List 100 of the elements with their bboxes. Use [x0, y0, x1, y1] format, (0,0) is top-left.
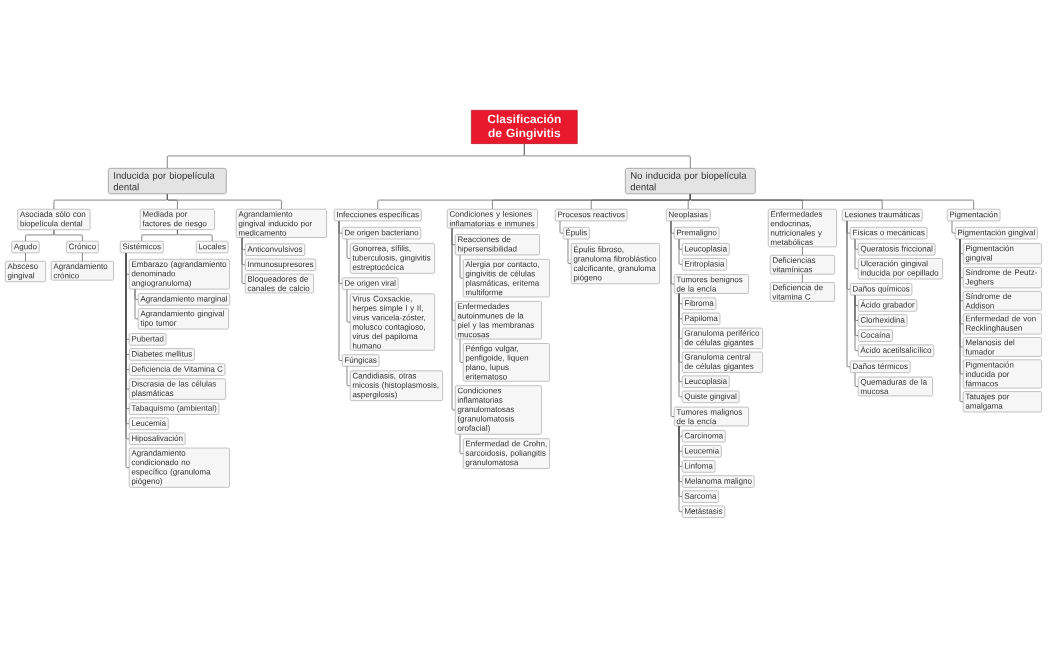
connector-line — [25, 252, 26, 262]
topic-box: Linfoma — [682, 460, 716, 473]
topic-box: Agrandamiento gingival tipo tumor — [138, 308, 229, 330]
connector-line — [82, 252, 83, 262]
topic-box: Asociada sólo con biopelícula dental — [17, 209, 91, 230]
connector-line — [451, 227, 456, 411]
connector-line — [567, 238, 572, 264]
topic-box: Melanoma maligno — [682, 475, 755, 488]
connector-line — [951, 220, 956, 234]
connector-line — [241, 237, 246, 284]
connector-line — [338, 220, 343, 361]
topic-box: Premaligno — [674, 227, 720, 240]
connector-line — [459, 254, 464, 279]
connector-line — [166, 193, 282, 210]
topic-box: Anticonvulsivos — [245, 243, 305, 256]
topic-box: Crónico — [66, 241, 99, 254]
connector-line — [670, 220, 675, 417]
topic-box: Pigmentación gingival — [963, 243, 1042, 265]
topic-box: Reacciones de hipersensibilidad — [455, 234, 540, 256]
topic-box: Carcinoma — [682, 430, 726, 443]
topic-box: Agudo — [11, 241, 40, 254]
connector-line — [53, 229, 83, 242]
topic-box: Ácido acetilsalicílico — [858, 344, 934, 357]
title-box: Clasificación de Gingivitis — [471, 110, 578, 144]
topic-box: Daños térmicos — [850, 360, 911, 373]
topic-box: De origen bacteriano — [342, 227, 422, 240]
connector-line — [854, 295, 859, 352]
topic-box: Sarcoma — [682, 490, 719, 503]
topic-box: Pigmentación inducida por fármacos — [963, 359, 1042, 389]
topic-box: Agrandamiento marginal — [138, 293, 230, 306]
topic-box: Mediada por factores de riesgo — [140, 209, 215, 230]
topic-box: Pigmentación gingival — [955, 227, 1038, 240]
topic-box: Daños químicos — [850, 283, 913, 296]
topic-box: Leucoplasia — [682, 375, 730, 388]
connector-line — [678, 425, 683, 513]
topic-box: Infecciones específicas — [334, 209, 422, 222]
topic-box: Enfermedades endocrinas, nutricionales y metabólicas — [768, 209, 837, 248]
topic-box: Tabaquismo (ambiental) — [129, 402, 220, 415]
connector-line — [802, 246, 803, 256]
connector-line — [854, 372, 859, 387]
topic-box: Gonorrea, sífilis, tuberculosis, gingivitis estreptocócica — [350, 243, 435, 274]
topic-box: Deficiencia de vitamina C — [770, 282, 835, 302]
topic-box: Sistémicos — [120, 241, 164, 254]
topic-box: Neoplasias — [666, 209, 711, 222]
topic-box: Metástasis — [682, 505, 726, 518]
topic-box: Deficiencias vitamínicas — [770, 255, 835, 275]
topic-box: Tatuajes por amalgama — [963, 391, 1042, 413]
topic-box: Eritroplasia — [682, 258, 727, 271]
topic-box: Tumores benignos de la encía — [674, 274, 749, 294]
topic-box: Agrandamiento crónico — [51, 261, 114, 281]
topic-box: Ulceración gingival inducida por cepillado — [858, 258, 943, 280]
topic-box: Enfermedades autoinmunes de la piel y las membranas mucosas — [455, 301, 542, 340]
topic-box: Bloqueadores de canales de calcio — [245, 273, 314, 294]
topic-box: Virus Coxsackie, herpes simple I y II, virus varicela-zóster, molusco contagioso, virus del papiloma humano — [350, 293, 435, 351]
topic-box: Quiste gingival — [682, 390, 740, 403]
topic-box: Diabetes mellitus — [129, 348, 195, 361]
topic-box: Fibroma — [682, 297, 717, 310]
topic-box: Alergia por contacto, gingivitis de células plasmáticas, eritema multiforme — [463, 259, 550, 298]
topic-box: Embarazo (agrandamiento denominado angiogranuloma) — [129, 259, 230, 290]
topic-box: Enfermedad de Crohn, sarcoidosis, poliangitis granulomatosa — [463, 438, 550, 469]
connector-line — [802, 274, 803, 283]
topic-box: Locales — [196, 241, 229, 254]
topic-box: Síndrome de Addison — [963, 291, 1042, 311]
topic-box: Papiloma — [682, 312, 721, 325]
topic-box: Deficiencia de Vitamina C — [129, 363, 226, 376]
topic-box: Agrandamiento gingival inducido por medicamento — [236, 209, 327, 238]
topic-box: Candidiasis, otras micosis (histoplasmosis, aspergilosis) — [350, 370, 443, 401]
topic-box: Leucemia — [129, 417, 169, 430]
topic-box: Condiciones inflamatorias granulomatosas (granulomatosis orofacial) — [455, 385, 542, 435]
topic-box: Hiposalivación — [129, 432, 186, 445]
topic-box: Enfermedad de von Recklinghausen — [963, 313, 1042, 335]
topic-box: Leucemia — [682, 445, 722, 458]
connector-line — [346, 366, 351, 387]
topic-box: Pigmentación — [947, 209, 1001, 222]
connector-line — [846, 220, 851, 368]
topic-box: Clorhexidina — [858, 314, 908, 327]
topic-box: Épulis — [563, 227, 590, 240]
branch-box: No inducida por biopelícula dental — [625, 168, 756, 195]
topic-box: Granuloma central de células gigantes — [682, 351, 763, 373]
topic-box: Pubertad — [129, 333, 167, 346]
topic-box: Lesiones traumáticas — [842, 209, 923, 222]
topic-box: Discrasia de las células plasmáticas — [129, 378, 226, 400]
topic-box: Cocaína — [858, 329, 893, 342]
topic-box: De origen viral — [342, 277, 399, 290]
connector-line — [177, 229, 213, 242]
connector-line — [346, 238, 351, 259]
topic-box: Melanosis del fumador — [963, 337, 1042, 357]
connector-line — [559, 220, 564, 234]
connector-line — [459, 434, 464, 454]
topic-box: Épulis fibroso, granuloma fibroblástico calcificante, granuloma piógeno — [571, 243, 660, 284]
connector-line — [854, 238, 859, 270]
connector-line — [459, 338, 464, 363]
topic-box: Procesos reactivos — [555, 209, 628, 222]
topic-box: Leucoplasia — [682, 243, 730, 256]
topic-box: Inmunosupresores — [245, 258, 317, 271]
topic-box: Condiciones y lesiones inflamatorias e inmunes — [447, 209, 538, 229]
connector-line — [346, 289, 351, 323]
topic-box: Físicas o mecánicas — [850, 227, 928, 240]
topic-box: Fúngicas — [342, 354, 380, 367]
connector-line — [959, 238, 964, 403]
